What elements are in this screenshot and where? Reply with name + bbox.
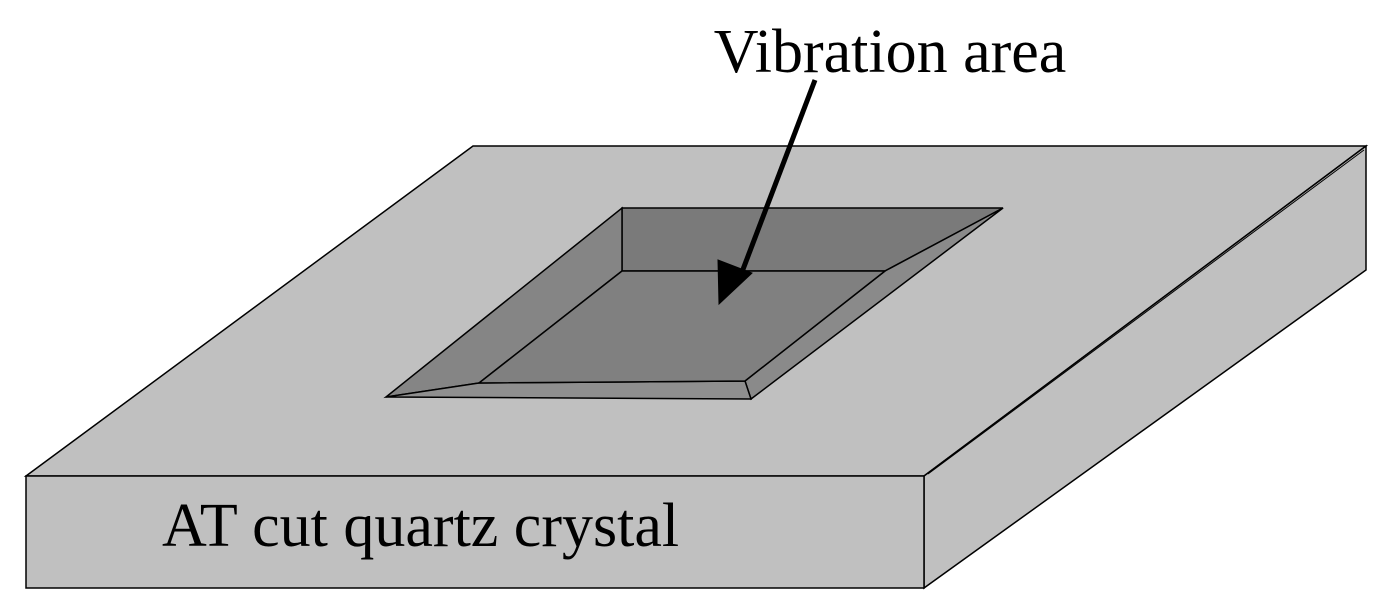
arrow-head bbox=[717, 259, 753, 306]
vibration-area-label: Vibration area bbox=[714, 18, 1067, 86]
crystal-front-face bbox=[25, 475, 925, 589]
arrow-shaft bbox=[739, 79, 818, 273]
recess-floor bbox=[476, 270, 888, 384]
crystal-label: AT cut quartz crystal bbox=[162, 492, 679, 560]
crystal-side-highlight bbox=[927, 149, 1365, 475]
